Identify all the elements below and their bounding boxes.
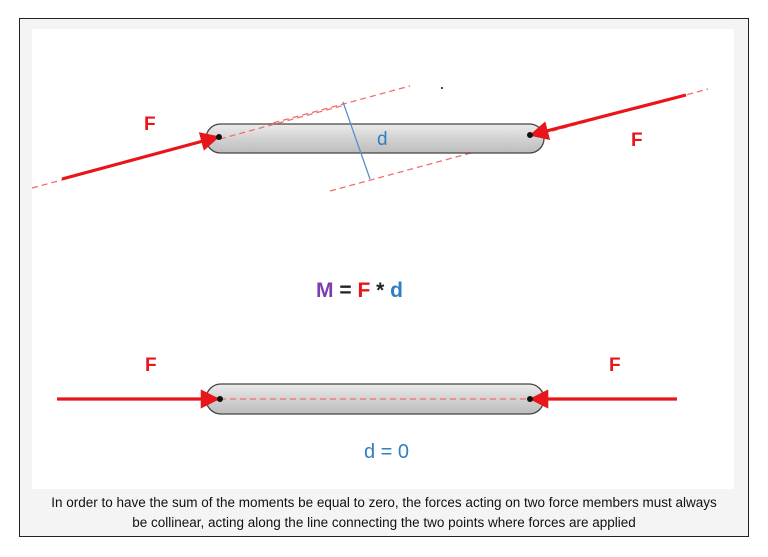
formula-equals: = <box>334 279 358 302</box>
force-label-top-left: F <box>144 114 156 135</box>
force-arrow-top-right <box>529 93 687 140</box>
application-point-top-right <box>527 132 533 138</box>
line-of-action-left-over <box>219 104 346 140</box>
figure-caption: In order to have the sum of the moments … <box>20 493 748 533</box>
force-label-bottom-left: F <box>145 355 157 376</box>
caption-line-1: In order to have the sum of the moments … <box>51 495 717 510</box>
two-force-member-top <box>205 123 545 154</box>
stray-dot <box>440 86 444 90</box>
formula-moment: M <box>316 279 334 302</box>
caption-line-2: be collinear, acting along the line conn… <box>132 515 636 530</box>
distance-zero-label: d = 0 <box>364 441 409 463</box>
moment-formula: M = F * d <box>316 279 403 302</box>
force-label-top-right: F <box>631 130 643 151</box>
formula-force: F <box>357 279 370 302</box>
distance-line <box>342 101 371 180</box>
application-point-top-left <box>216 134 222 140</box>
formula-times: * <box>370 279 390 302</box>
formula-distance: d <box>390 279 403 302</box>
force-arrow-top-left <box>61 132 220 181</box>
distance-label: d <box>377 129 388 150</box>
force-label-bottom-right: F <box>609 355 621 376</box>
application-point-bottom-right <box>527 396 533 402</box>
application-point-bottom-left <box>217 396 223 402</box>
